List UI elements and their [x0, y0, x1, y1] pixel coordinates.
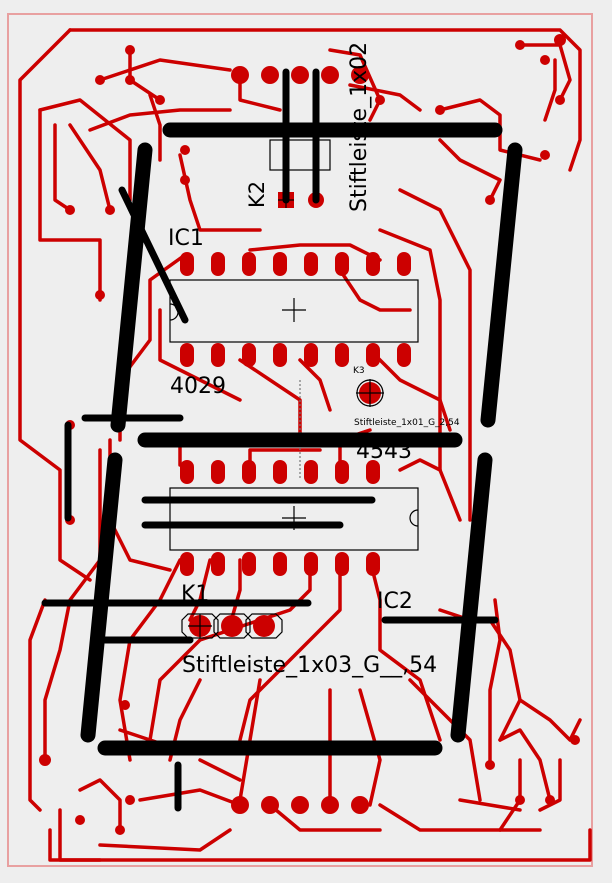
k1-part-label: Stiftleiste_1x03_G__,54	[182, 653, 437, 678]
ic1-ref-label: IC1	[168, 226, 204, 251]
k2-part-label: Stiftleiste_1x02	[347, 42, 372, 212]
k1-ref-label: K1	[181, 582, 209, 607]
k2-outline	[269, 139, 331, 171]
wire-bridges	[80, 122, 523, 756]
thin-wires	[41, 68, 499, 812]
ic2-ref-label: IC2	[377, 589, 413, 614]
ic2-outline	[169, 487, 419, 551]
ic1-value-label: 4029	[170, 374, 226, 399]
copper-pads	[39, 34, 580, 835]
board-outline	[7, 13, 593, 867]
silkscreen	[169, 139, 419, 639]
ic1-outline	[169, 279, 419, 343]
ic2-value-label: 4543	[356, 439, 412, 464]
k3-ref-label: K3	[353, 366, 365, 376]
k3-part-label: Stiftleiste_1x01_G_2,54	[354, 418, 460, 428]
k2-ref-label: K2	[245, 181, 269, 208]
